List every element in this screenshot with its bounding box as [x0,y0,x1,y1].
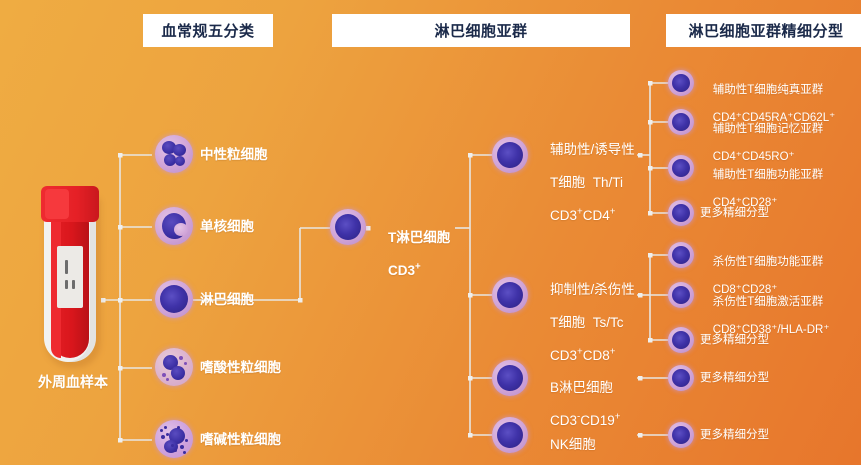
b-lymphocyte-cell-icon [492,360,528,396]
t-lymphocyte-marker-sup: + [415,261,421,273]
col3-label-1: 辅助性T细胞记忆亚群 CD4⁺CD45RO⁺ [700,108,824,178]
col1-label-eosinophil: 嗜酸性粒细胞 [200,360,281,375]
col3-cell-icon-6 [668,327,694,353]
col3-0-line2: CD4⁺CD45RA⁺CD62L⁺ [712,112,836,125]
col3-4-line1: 杀伤性T细胞功能亚群 [712,256,824,269]
helper-t-cell-icon [492,137,528,173]
cytotoxic-t-cd3: CD3 [550,348,578,364]
col3-label-5: 杀伤性T细胞激活亚群 CD8⁺CD38⁺/HLA-DR⁺ [700,281,830,351]
nk-line1: NK细胞 [550,437,596,453]
col3-cell-icon-2 [668,155,694,181]
header-lymphocyte-subsets: 淋巴细胞亚群 [332,14,630,47]
col1-label-neutrophil: 中性粒细胞 [200,147,268,162]
t-lymphocyte-name: T淋巴细胞 [388,230,451,246]
col3-2-line2: CD4⁺CD28⁺ [712,197,778,210]
col1-label-basophil: 嗜碱性粒细胞 [200,432,281,447]
col2-label-nk-cell: NK细胞 CD3-CD16+56+ [535,421,641,465]
cytotoxic-t-line2: T细胞 Ts/Tc [550,315,624,331]
col3-2-line1: 辅助性T细胞功能亚群 [712,169,824,182]
col3-4-line2: CD8⁺CD28⁺ [712,284,778,297]
b-lymphocyte-cd3: CD3 [550,413,578,429]
col3-label-4: 杀伤性T细胞功能亚群 CD8⁺CD28⁺ [700,241,824,311]
header-lymphocyte-fine-typing: 淋巴细胞亚群精细分型 [666,14,861,47]
t-lymphocyte-label: T淋巴细胞 CD3+ [373,214,450,296]
col3-1-line1: 辅助性T细胞记忆亚群 [712,123,824,136]
col3-label-3: 更多精细分型 [700,207,769,219]
cytotoxic-t-cd8: CD8 [582,348,610,364]
eosinophil-cell-icon [155,348,193,386]
helper-t-cd4: CD4 [582,208,610,224]
connector-node [101,81,653,443]
col3-cell-icon-4 [668,242,694,268]
col3-1-line2: CD4⁺CD45RO⁺ [712,151,795,164]
basophil-cell-icon [155,420,193,458]
lymphocyte-cell-icon [155,280,193,318]
col3-cell-icon-0 [668,70,694,96]
col3-5-line2: CD8⁺CD38⁺/HLA-DR⁺ [712,324,830,337]
col3-cell-icon-7 [668,365,694,391]
t-lymphocyte-cell-icon [330,209,366,245]
t-lymphocyte-marker: CD3 [388,263,416,279]
helper-t-cd3: CD3 [550,208,578,224]
col3-cell-icon-3 [668,200,694,226]
blood-collection-tube-icon [41,186,103,368]
col2-label-b-lymphocyte: B淋巴细胞 CD3-CD19+ [550,380,621,429]
col3-cell-icon-5 [668,282,694,308]
helper-t-line1: 辅助性/诱导性 [550,142,635,158]
monocyte-cell-icon [155,207,193,245]
neutrophil-cell-icon [155,135,193,173]
col3-cell-icon-8 [668,422,694,448]
helper-t-line2: T细胞 Th/Ti [550,175,624,191]
b-lymphocyte-line1: B淋巴细胞 [550,380,614,396]
col3-label-7: 更多精细分型 [700,372,769,384]
b-lymphocyte-cd19: CD19 [580,413,615,429]
cytotoxic-t-line1: 抑制性/杀伤性 [550,282,635,298]
sample-label: 外周血样本 [38,374,108,390]
header-blood-routine: 血常规五分类 [143,14,273,47]
col3-0-line1: 辅助性T细胞纯真亚群 [712,84,824,97]
col3-label-2: 辅助性T细胞功能亚群 CD4⁺CD28⁺ [700,154,824,224]
col2-label-cytotoxic-t: 抑制性/杀伤性 T细胞 Ts/Tc CD3+CD8+ [550,282,635,364]
col3-label-6: 更多精细分型 [700,334,769,346]
col3-cell-icon-1 [668,109,694,135]
col3-5-line1: 杀伤性T细胞激活亚群 [712,296,824,309]
col3-label-8: 更多精细分型 [700,429,769,441]
col1-label-monocyte: 单核细胞 [200,219,254,234]
col2-label-helper-t: 辅助性/诱导性 T细胞 Th/Ti CD3+CD4+ [550,142,635,224]
nk-cell-icon [492,417,528,453]
col3-label-0: 辅助性T细胞纯真亚群 CD4⁺CD45RA⁺CD62L⁺ [700,69,835,139]
cytotoxic-t-cell-icon [492,277,528,313]
col1-label-lymphocyte: 淋巴细胞 [200,292,254,307]
